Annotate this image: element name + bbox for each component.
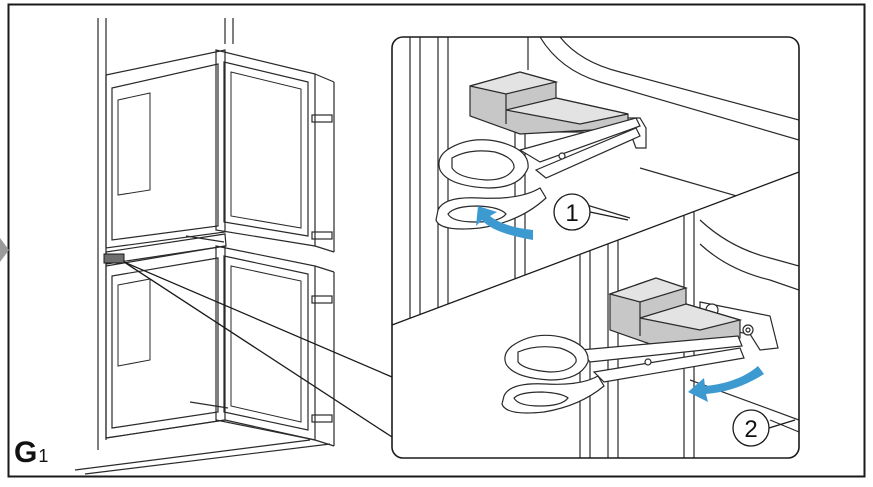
figure-letter: G	[14, 436, 38, 469]
step-2-number: 2	[744, 416, 757, 443]
step-1-arrow-icon	[476, 206, 533, 240]
figure-number: 1	[38, 446, 49, 466]
step-1-badge	[553, 193, 629, 231]
step-separator	[391, 171, 800, 326]
step-2-badge	[732, 409, 796, 447]
callout-leader-lines	[123, 261, 393, 438]
step-1-number: 1	[565, 200, 578, 227]
scissors-2	[501, 334, 745, 414]
step-2-arrow-icon	[688, 366, 764, 402]
refrigerator-drawing	[74, 18, 335, 475]
previous-page-arrow-icon[interactable]	[0, 238, 9, 262]
figure-label: G1	[14, 438, 48, 468]
transport-lock-marker	[103, 253, 125, 264]
step-2-scene	[501, 172, 799, 458]
scissors-1	[435, 117, 641, 230]
detail-panel: 1	[391, 36, 800, 459]
step-1-scene	[409, 37, 799, 325]
